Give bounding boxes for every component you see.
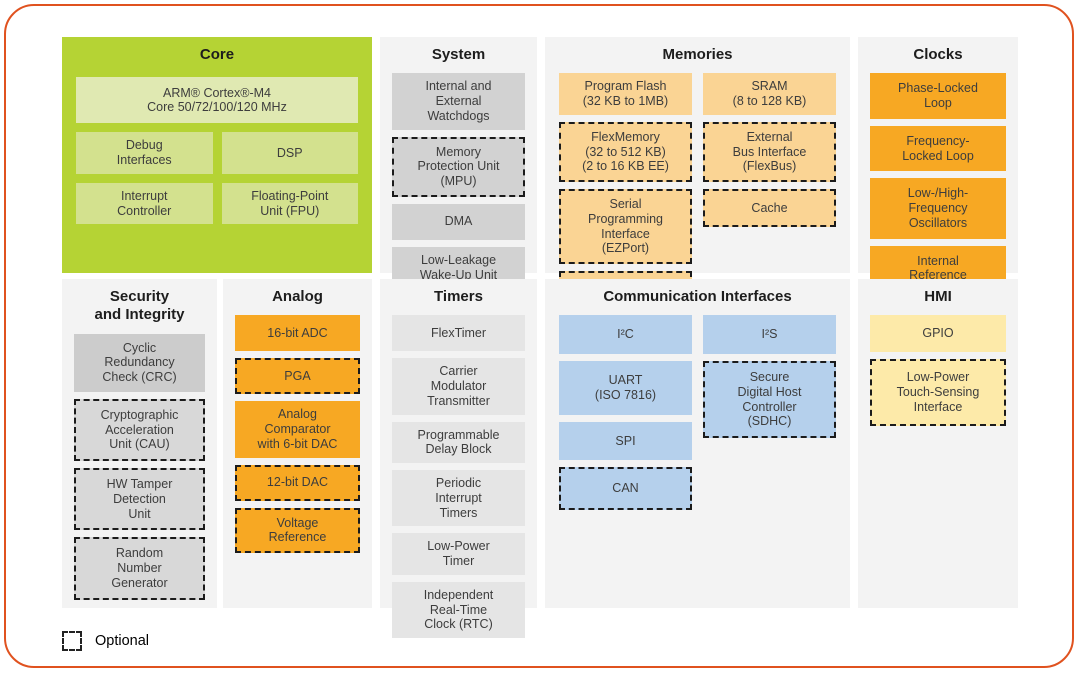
block-cache: Cache — [703, 189, 836, 228]
panel-core: Core ARM® Cortex®-M4 Core 50/72/100/120 … — [62, 37, 372, 273]
block-crc: Cyclic Redundancy Check (CRC) — [74, 333, 205, 392]
block-voltage-reference: Voltage Reference — [235, 507, 360, 554]
panel-analog-title: Analog — [272, 288, 323, 305]
block-flexmemory: FlexMemory (32 to 512 KB) (2 to 16 KB EE… — [559, 121, 692, 183]
block-cau: Cryptographic Acceleration Unit (CAU) — [74, 398, 205, 462]
legend-optional-label: Optional — [95, 633, 150, 649]
block-rng: Random Number Generator — [74, 537, 205, 600]
block-12bit-dac: 12-bit DAC — [235, 464, 360, 501]
panel-timers-title: Timers — [434, 288, 483, 305]
block-touch-sensing: Low-Power Touch-Sensing Interface — [870, 359, 1006, 426]
block-periodic-interrupt-timers: Periodic Interrupt Timers — [392, 470, 525, 527]
block-fpu: Floating-Point Unit (FPU) — [221, 182, 358, 225]
panel-security-title: Security and Integrity — [94, 288, 185, 324]
block-can: CAN — [559, 467, 692, 511]
block-low-power-timer: Low-Power Timer — [392, 533, 525, 575]
core-sub-blocks: Debug Interfaces DSP Interrupt Controlle… — [76, 132, 358, 225]
panel-hmi-title: HMI — [924, 288, 952, 305]
panel-system-title: System — [431, 46, 486, 63]
panel-memories: Memories Program Flash (32 KB to 1MB) Fl… — [545, 37, 850, 317]
panel-communication: Communication Interfaces I²C UART (ISO 7… — [545, 279, 850, 608]
block-carrier-modulator: Carrier Modulator Transmitter — [392, 358, 525, 415]
optional-dashed-swatch — [62, 631, 82, 651]
block-dsp: DSP — [221, 132, 358, 174]
block-uart: UART (ISO 7816) — [559, 361, 692, 415]
panel-analog: Analog 16-bit ADC PGA Analog Comparator … — [223, 279, 372, 608]
panel-communication-title: Communication Interfaces — [603, 288, 792, 305]
panel-core-title: Core — [199, 46, 235, 63]
block-i2c: I²C — [559, 315, 692, 355]
block-ezport: Serial Programming Interface (EZPort) — [559, 189, 692, 265]
block-pll: Phase-Locked Loop — [870, 73, 1006, 119]
block-16bit-adc: 16-bit ADC — [235, 315, 360, 352]
panel-security: Security and Integrity Cyclic Redundancy… — [62, 279, 217, 608]
block-sram: SRAM (8 to 128 KB) — [703, 73, 836, 115]
panel-hmi: HMI GPIO Low-Power Touch-Sensing Interfa… — [858, 279, 1018, 608]
block-gpio: GPIO — [870, 315, 1006, 353]
block-mpu: Memory Protection Unit (MPU) — [392, 136, 525, 197]
panel-system: System Internal and External Watchdogs M… — [380, 37, 537, 289]
block-dma: DMA — [392, 203, 525, 240]
block-flexbus: External Bus Interface (FlexBus) — [703, 121, 836, 183]
block-programmable-delay: Programmable Delay Block — [392, 421, 525, 464]
block-fll: Frequency- Locked Loop — [870, 125, 1006, 172]
panel-clocks-title: Clocks — [913, 46, 963, 63]
block-pga: PGA — [235, 358, 360, 395]
block-arm-cortex-m4: ARM® Cortex®-M4 Core 50/72/100/120 MHz — [76, 77, 358, 124]
panel-memories-title: Memories — [662, 46, 733, 63]
block-sdhc: Secure Digital Host Controller (SDHC) — [703, 361, 836, 439]
block-program-flash: Program Flash (32 KB to 1MB) — [559, 73, 692, 115]
legend-optional: Optional — [62, 631, 149, 651]
block-hw-tamper: HW Tamper Detection Unit — [74, 468, 205, 531]
block-debug-interfaces: Debug Interfaces — [76, 132, 213, 174]
block-spi: SPI — [559, 421, 692, 461]
block-oscillators: Low-/High- Frequency Oscillators — [870, 178, 1006, 239]
block-flextimer: FlexTimer — [392, 315, 525, 352]
block-interrupt-controller: Interrupt Controller — [76, 182, 213, 225]
block-analog-comparator: Analog Comparator with 6-bit DAC — [235, 401, 360, 458]
block-watchdogs: Internal and External Watchdogs — [392, 73, 525, 130]
block-i2s: I²S — [703, 315, 836, 355]
panel-clocks: Clocks Phase-Locked Loop Frequency- Lock… — [858, 37, 1018, 306]
block-rtc: Independent Real-Time Clock (RTC) — [392, 581, 525, 639]
panel-timers: Timers FlexTimer Carrier Modulator Trans… — [380, 279, 537, 639]
